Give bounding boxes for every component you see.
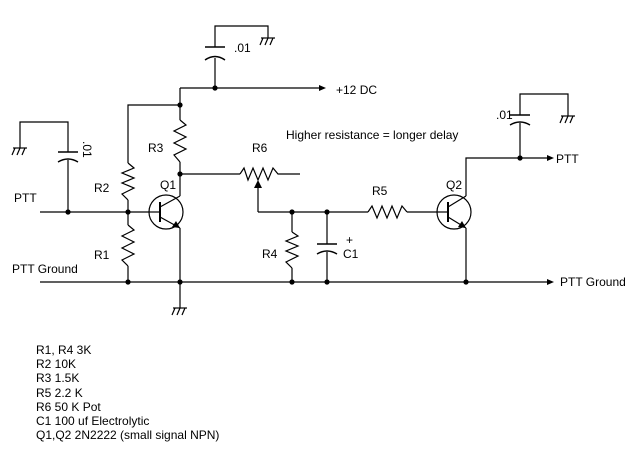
parts-list-item: R2 10K	[36, 357, 77, 372]
junction-dot	[125, 209, 131, 215]
ground-icon	[171, 307, 187, 316]
wires	[19, 25, 569, 308]
ptt-ground-right-label: PTT Ground	[560, 275, 626, 289]
resistor-r1	[120, 224, 136, 267]
parts-list-item: R1, R4 3K	[36, 343, 92, 357]
junction-dot	[177, 102, 183, 108]
cap-left-value: .01	[80, 141, 94, 158]
junction-dot	[463, 279, 469, 285]
junction-dot	[65, 209, 71, 215]
transistor-q2	[436, 194, 472, 230]
parts-list-item: R3 1.5K	[36, 371, 80, 386]
cap-top-value: .01	[234, 41, 251, 55]
junction-dot	[212, 85, 218, 91]
resistor-r5	[367, 204, 408, 220]
junction-dot	[324, 279, 330, 285]
resistor-r2	[120, 162, 136, 201]
ptt-in-label: PTT	[14, 191, 37, 205]
r6-label: R6	[252, 141, 268, 155]
junction-dot	[289, 279, 295, 285]
ground-icon	[559, 115, 575, 124]
junction-dot	[177, 279, 183, 285]
r2-label: R2	[94, 181, 110, 195]
r3-label: R3	[148, 141, 164, 155]
ptt-ground-left-label: PTT Ground	[12, 262, 78, 276]
c1-label: C1	[343, 247, 359, 261]
junction-dot	[289, 209, 295, 215]
emitter-arrow-icon	[172, 221, 180, 228]
parts-list-item: C1 100 uf Electrolytic	[36, 414, 150, 429]
emitter-arrow-icon	[458, 221, 466, 228]
capacitor-top	[204, 46, 226, 61]
parts-list: R1, R4 3K R2 10K R3 1.5K R5 2.2 K R6 50 …	[36, 343, 219, 442]
wiper-arrow-icon	[254, 180, 262, 188]
ground-icon	[259, 37, 275, 46]
resistor-r3	[172, 119, 188, 163]
junction-dot	[324, 209, 330, 215]
ptt-ground-arrow-icon	[547, 279, 554, 285]
potentiometer-r6	[239, 166, 300, 188]
delay-note: Higher resistance = longer delay	[286, 128, 458, 142]
r5-label: R5	[372, 184, 388, 198]
junction-dots	[65, 85, 523, 285]
transistor-q1	[148, 194, 184, 230]
resistor-r4	[284, 231, 300, 269]
capacitor-left	[57, 151, 79, 163]
r1-label: R1	[94, 248, 110, 262]
parts-list-item: R6 50 K Pot	[36, 399, 101, 414]
junction-dot	[517, 155, 523, 161]
junction-dot	[125, 279, 131, 285]
supply-arrow-icon	[319, 85, 326, 91]
capacitor-c1	[316, 243, 338, 255]
c1-plus-sign: +	[346, 233, 353, 247]
q2-label: Q2	[446, 178, 462, 192]
ptt-out-label: PTT	[556, 152, 579, 166]
supply-label: +12 DC	[336, 83, 377, 97]
cap-right-value: .01	[496, 108, 513, 122]
junction-dot	[177, 171, 183, 177]
q1-label: Q1	[160, 178, 176, 192]
capacitor-right	[509, 114, 531, 126]
parts-list-item: Q1,Q2 2N2222 (small signal NPN)	[36, 428, 220, 443]
ground-icon	[11, 147, 27, 156]
ptt-out-arrow-icon	[547, 155, 554, 161]
r4-label: R4	[262, 247, 278, 261]
parts-list-item: R5 2.2 K	[36, 385, 83, 400]
